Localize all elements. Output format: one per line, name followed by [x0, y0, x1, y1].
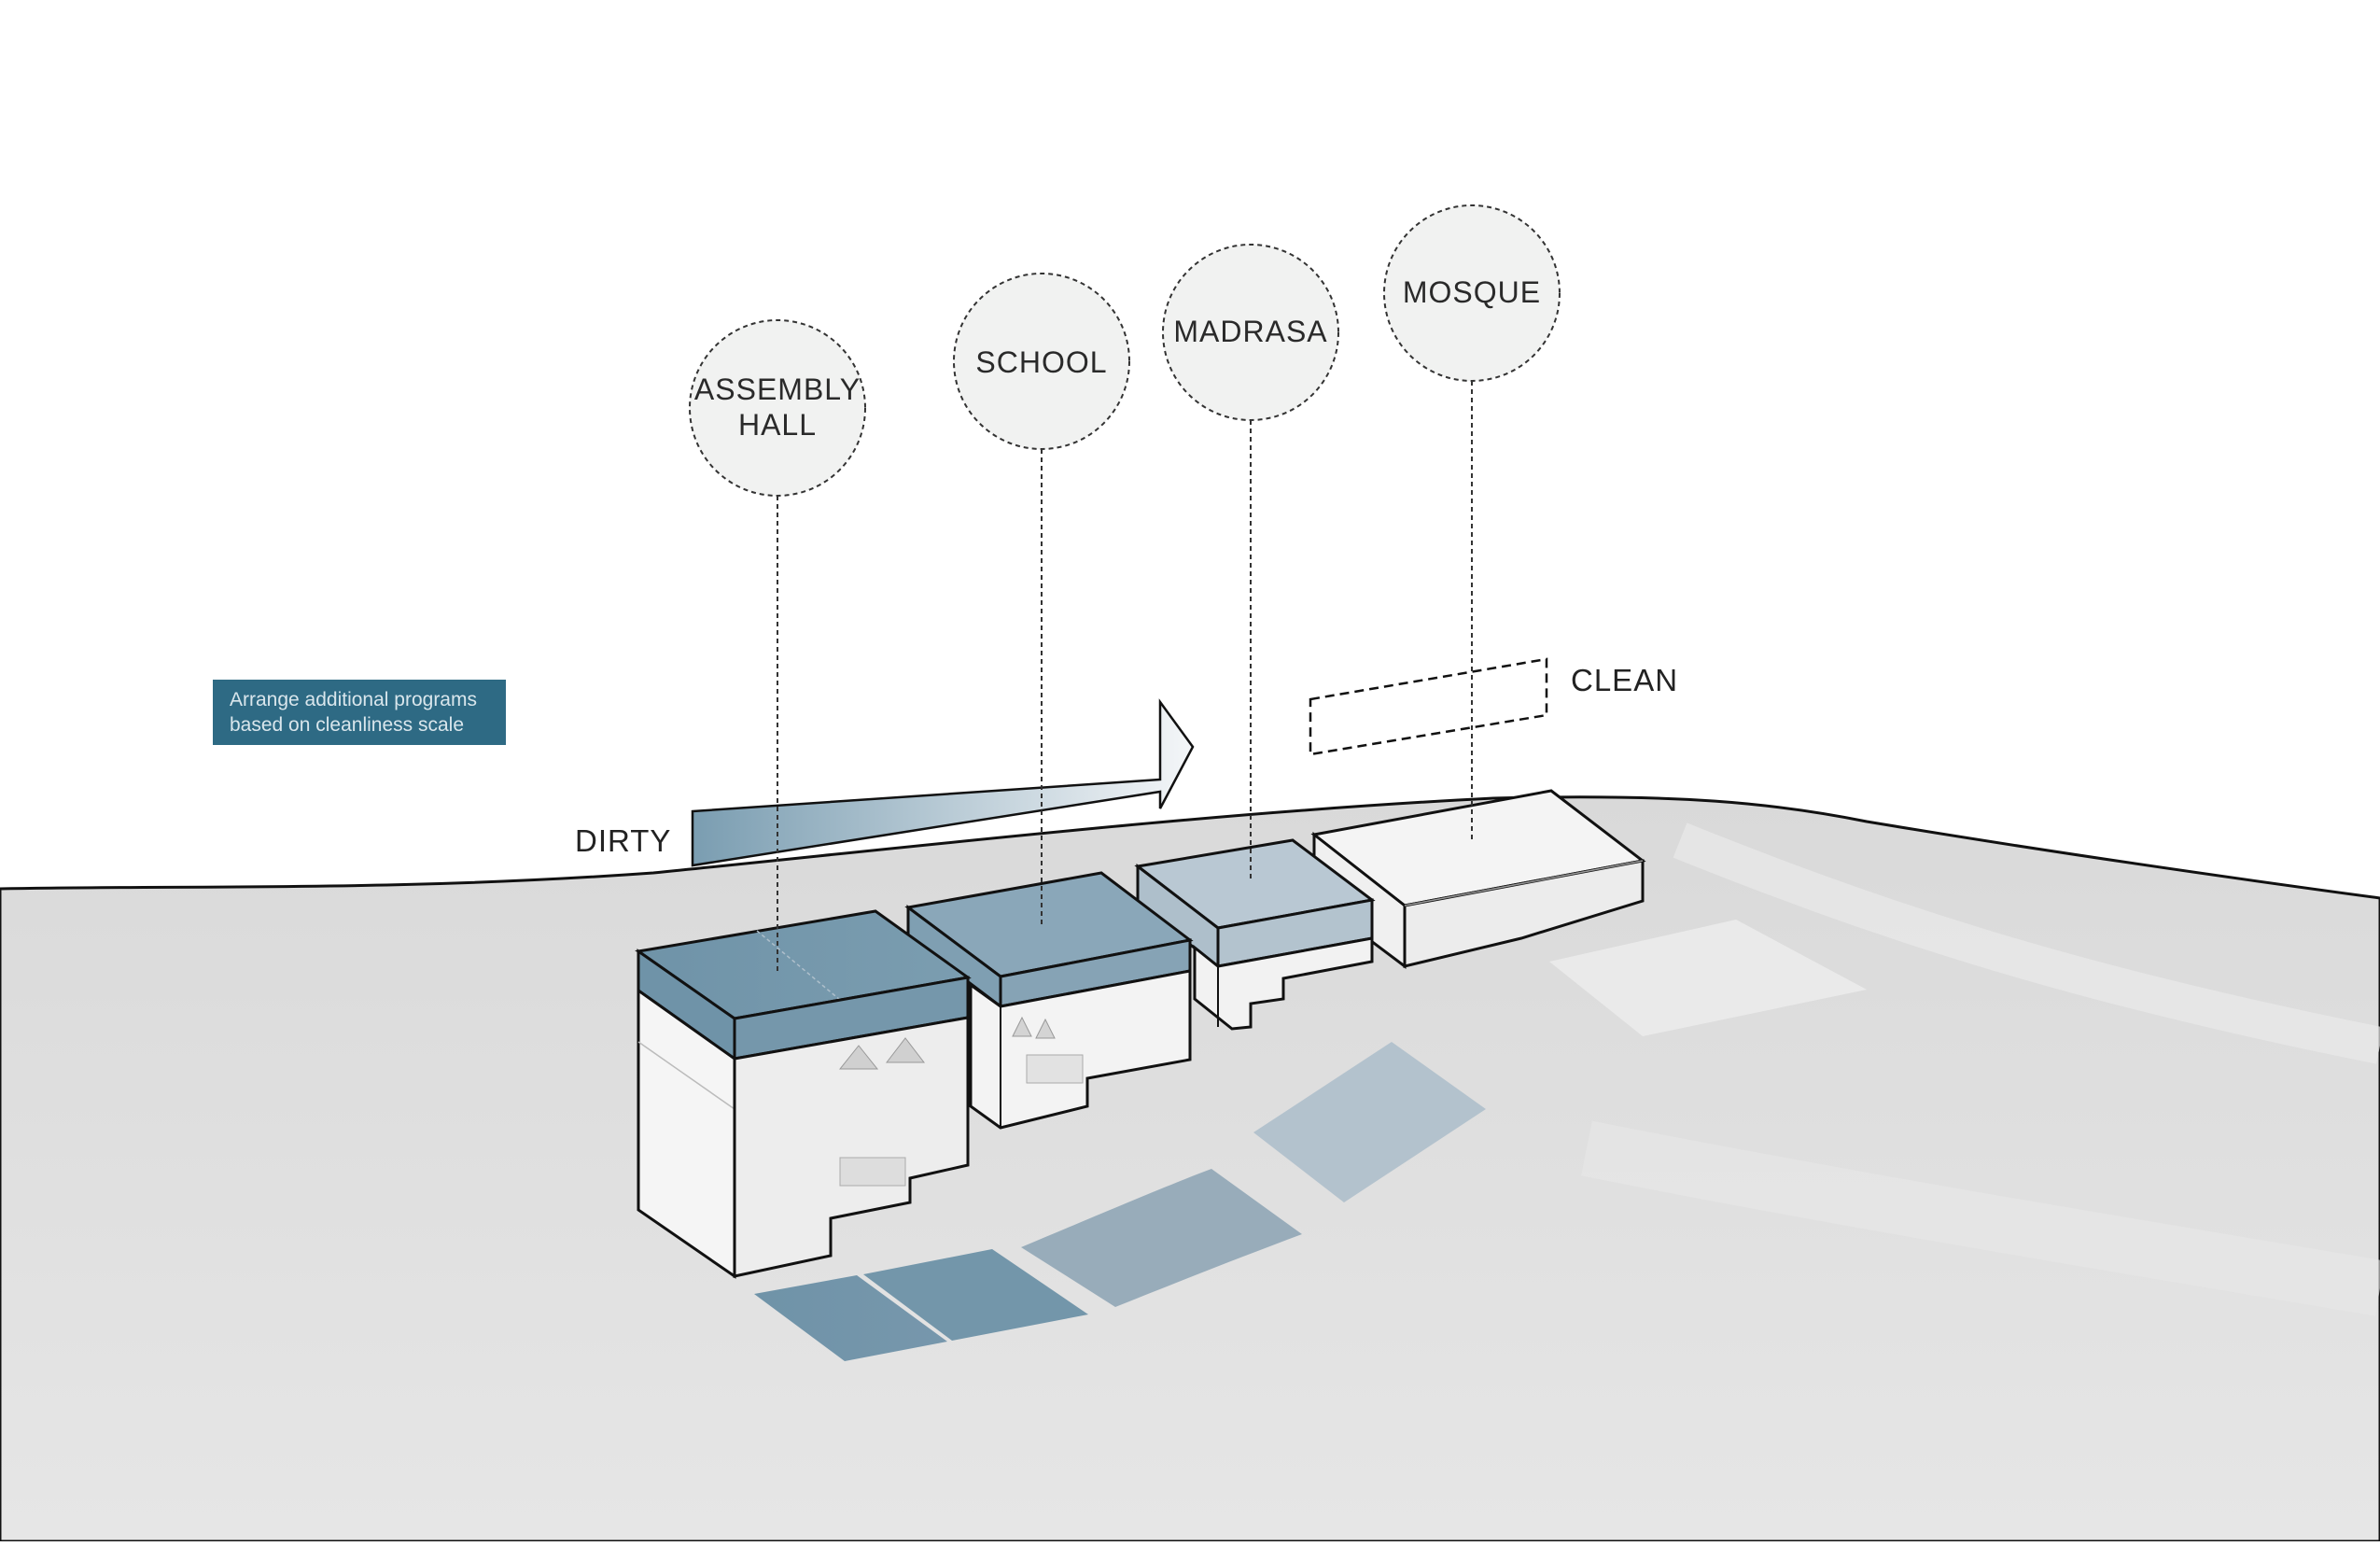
terrain-fold [1673, 822, 2380, 1064]
madrasa-building [1134, 838, 1376, 1031]
terrain-fold [1581, 1120, 2380, 1316]
assembly-hall-building [635, 909, 972, 1279]
clean-marker [1309, 657, 1548, 756]
bubble-label: HALL [738, 408, 817, 442]
ground-pad [1253, 1042, 1486, 1202]
school-building [904, 871, 1194, 1130]
bubble-label: MADRASA [1173, 315, 1327, 348]
clean-label: CLEAN [1571, 663, 1678, 697]
bubble-label: SCHOOL [975, 345, 1107, 379]
ground-pad [754, 1275, 947, 1361]
legend-line: based on cleanliness scale [230, 714, 464, 736]
dirty-label: DIRTY [575, 823, 671, 858]
ground-pad [1021, 1169, 1302, 1307]
bubble-mosque: MOSQUE [1383, 204, 1561, 382]
bubble-assembly-hall: ASSEMBLY HALL [689, 319, 866, 497]
legend-note: Arrange additional programs based on cle… [213, 680, 506, 745]
bubble-label: MOSQUE [1403, 275, 1541, 309]
terrain-fold [1549, 920, 1867, 1036]
bubble-label: ASSEMBLY [694, 372, 861, 406]
legend-line: Arrange additional programs [230, 689, 477, 710]
cleanliness-arrow [691, 698, 1195, 867]
ground-pad [863, 1249, 1088, 1341]
bubble-school: SCHOOL [953, 273, 1130, 450]
bubble-madrasa: MADRASA [1162, 244, 1339, 421]
